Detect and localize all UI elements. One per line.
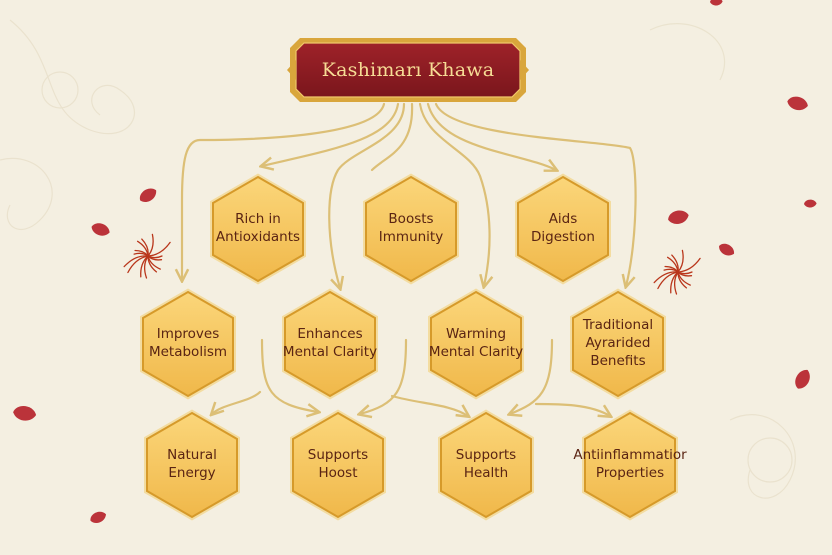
decorations — [13, 0, 817, 523]
connector-to-enhances-mental-clarity — [328, 102, 406, 288]
rose-petal-icon-0 — [139, 188, 157, 203]
connector-to-aids-digestion — [426, 102, 556, 170]
connector-warming-to-supports-health — [510, 338, 554, 414]
page-title: Kashimarı Khawa — [321, 59, 495, 81]
connector-to-traditional-benefits — [434, 102, 637, 286]
connector-to-improves-metabolism — [182, 102, 386, 280]
connector-to-natural-energy — [212, 390, 262, 414]
hex-node-improves-metabolism — [142, 290, 234, 398]
rose-petal-icon-8 — [795, 369, 810, 389]
connector-to-supports-health — [390, 394, 468, 416]
rose-petal-icon-2 — [13, 406, 37, 421]
hex-node-traditional-ayraried-benefits — [572, 290, 664, 398]
rose-petal-icon-3 — [90, 511, 106, 523]
rose-petal-icon-6 — [719, 243, 735, 256]
connector-metabolism-to-supports-hoost — [260, 338, 318, 412]
hex-node-supports-hoost — [292, 411, 384, 519]
hex-node-warming-mental-clarity — [430, 290, 522, 398]
rose-petal-icon-5 — [668, 210, 689, 224]
background-ornament — [0, 19, 796, 499]
connector-to-boosts-immunity — [370, 102, 414, 172]
hex-node-supports-health — [440, 411, 532, 519]
connector-to-warming-mental-clarity — [418, 102, 490, 286]
hex-node-enhances-mental-clarity — [284, 290, 376, 398]
hexagon-shapes — [140, 173, 678, 521]
hex-node-rich-in-antioxidants — [212, 175, 304, 283]
saffron-threads-icon-1 — [653, 249, 701, 295]
hex-node-boosts-immunity — [365, 175, 457, 283]
connector-to-rich-in-antioxidants — [262, 102, 400, 166]
rose-petal-icon-7 — [804, 199, 817, 208]
rose-petal-icon-4 — [787, 96, 808, 111]
hex-node-natural-energy — [146, 411, 238, 519]
hex-node-antiinflammatior-properties — [584, 411, 676, 519]
saffron-threads-icon-0 — [123, 233, 171, 279]
rose-petal-icon-1 — [91, 223, 110, 236]
connector-clarity-to-supports-hoost — [360, 338, 408, 414]
rose-petal-icon-9 — [710, 0, 723, 6]
hex-node-aids-digestion — [517, 175, 609, 283]
title-banner — [287, 38, 529, 102]
connector-to-antiinflammatior — [534, 402, 610, 416]
connector-lines — [182, 102, 637, 416]
